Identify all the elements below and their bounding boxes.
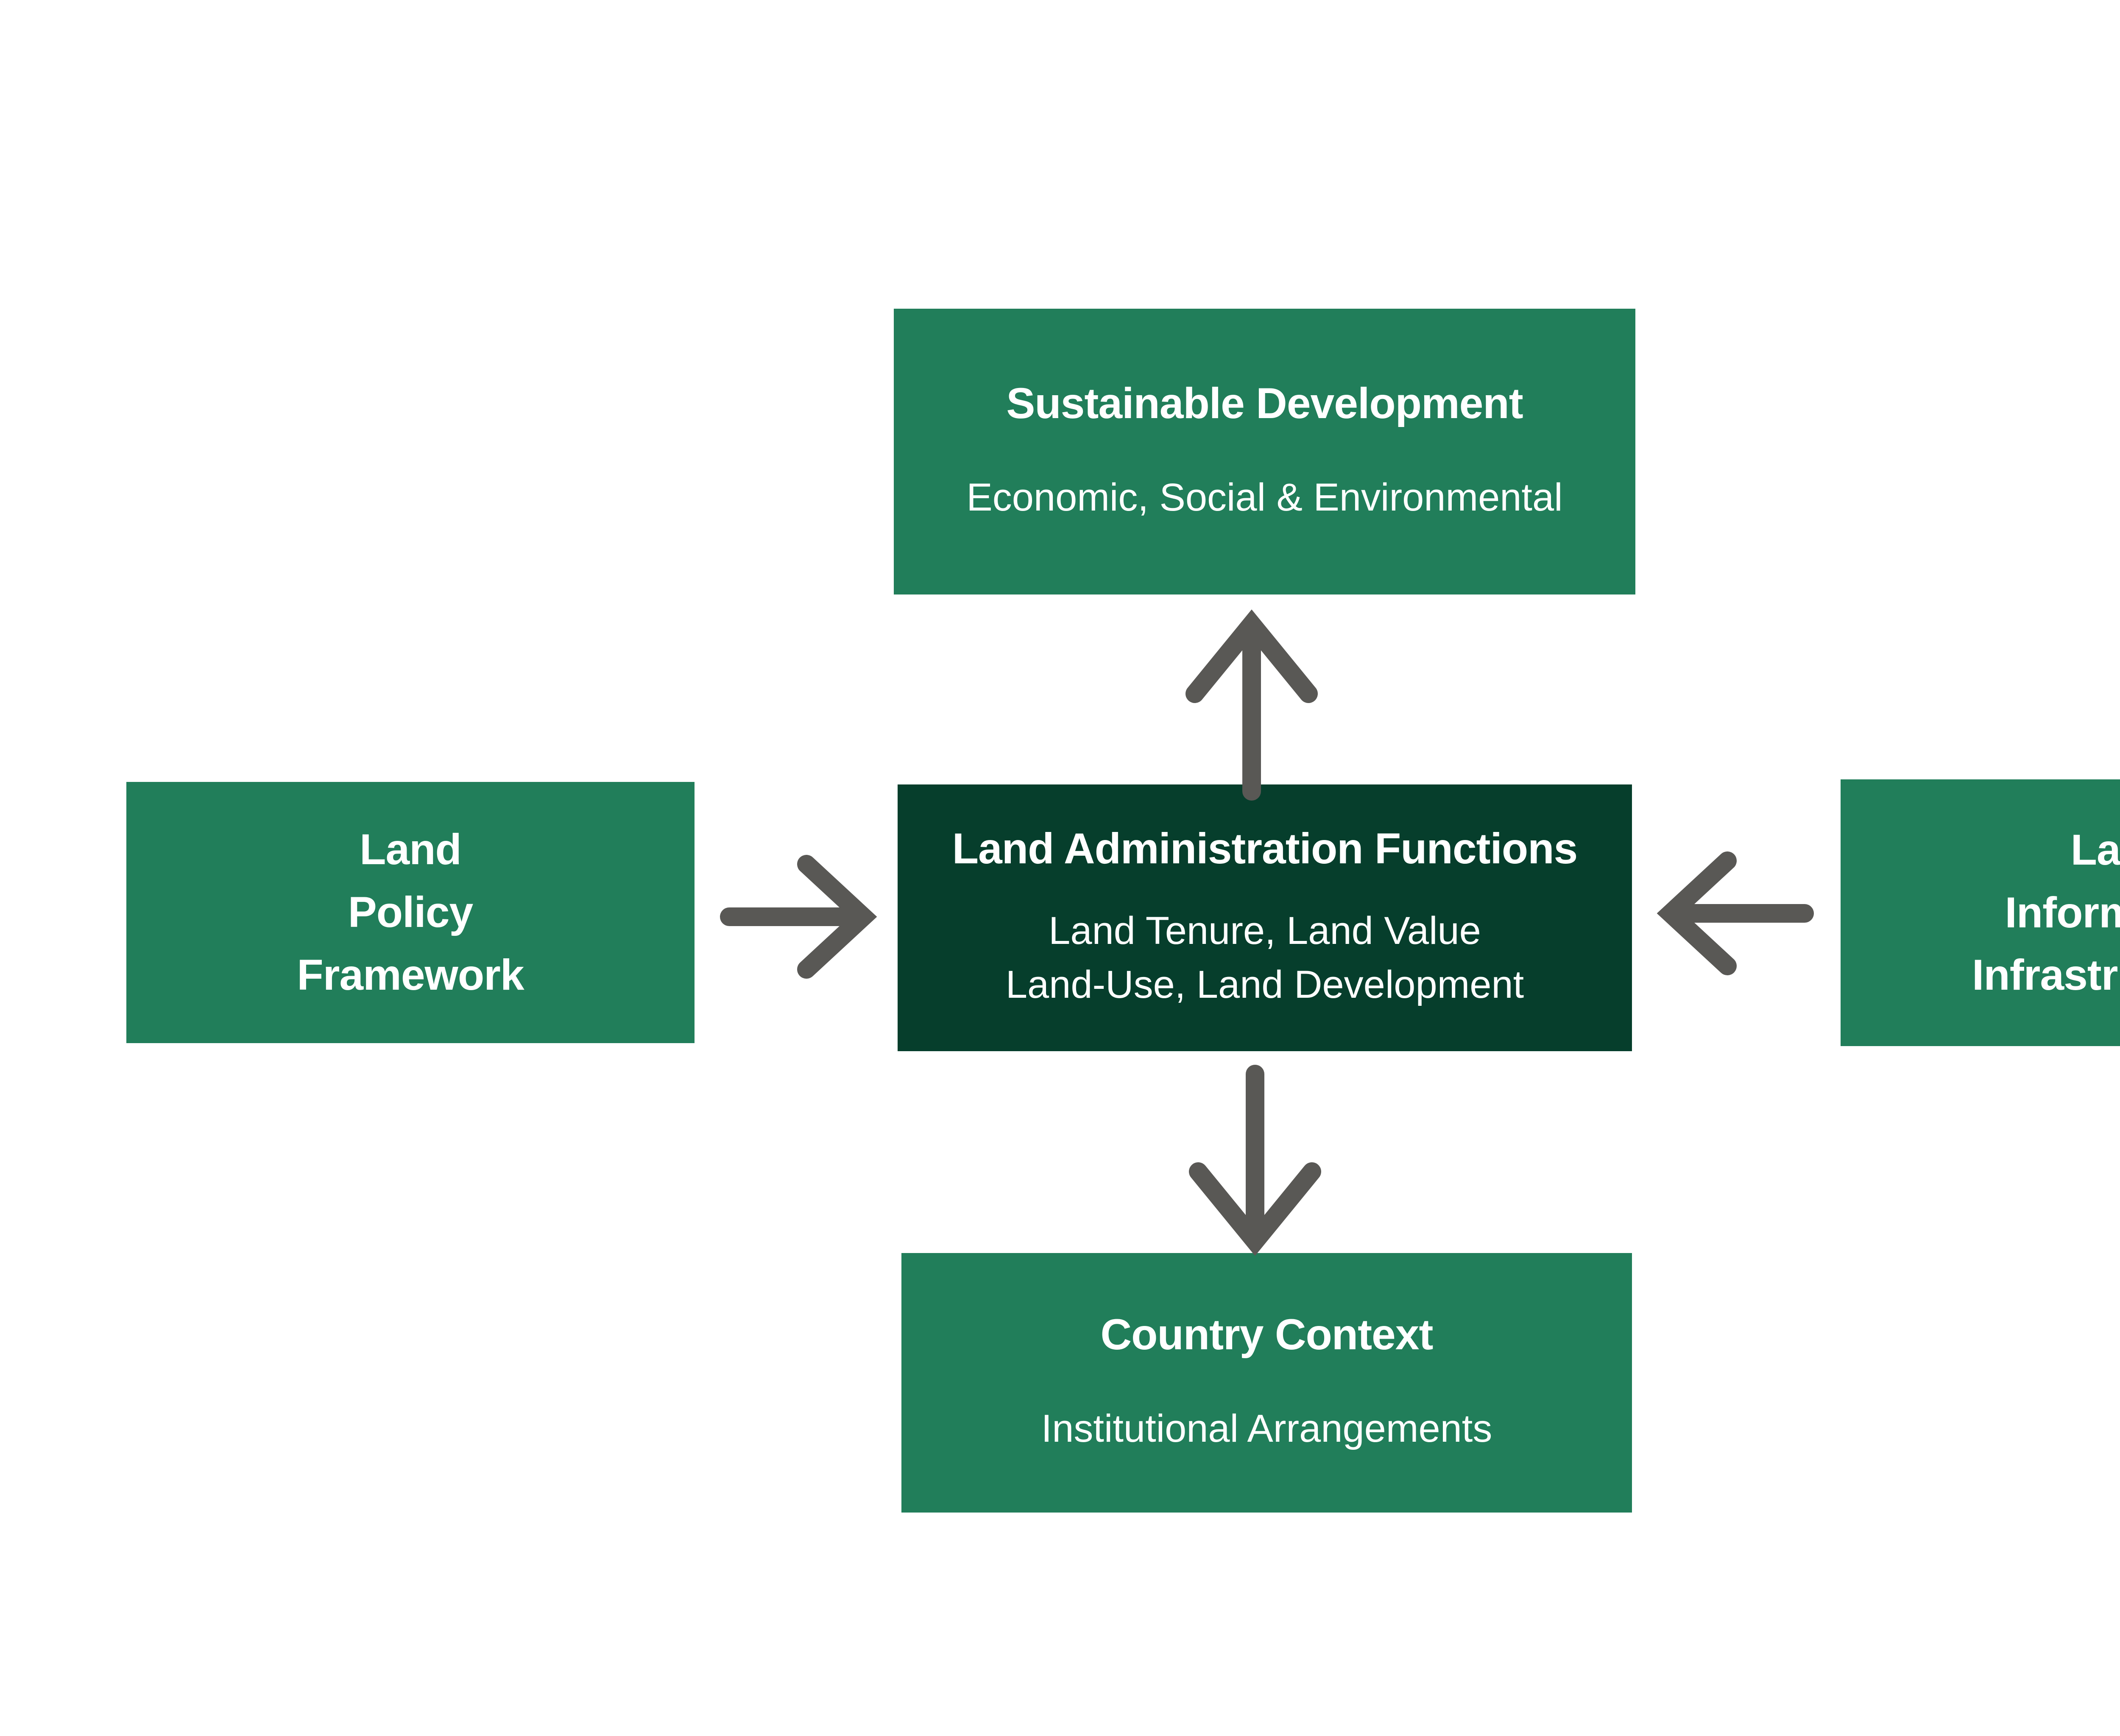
- land-policy-framework-line1: Land: [360, 825, 462, 874]
- land-policy-framework-line3: Framework: [297, 950, 524, 999]
- land-information-infrastructures-line1: Land: [2070, 825, 2120, 874]
- land-administration-functions-subtitle-line1: Land Tenure, Land Value: [1049, 909, 1481, 953]
- land-administration-functions-title: Land Administration Functions: [952, 824, 1578, 873]
- sustainable-development-title: Sustainable Development: [1006, 379, 1523, 427]
- arrow-left-icon: [1657, 851, 1814, 975]
- box-land-policy-framework: Land Policy Framework: [126, 782, 695, 1043]
- arrow-right-icon: [720, 855, 877, 979]
- land-information-infrastructures-line2: Information: [2005, 888, 2120, 937]
- arrow-up-icon: [1186, 609, 1318, 801]
- box-land-administration-functions: Land Administration Functions Land Tenur…: [898, 784, 1632, 1051]
- box-land-information-infrastructures: Land Information Infrastructures: [1841, 779, 2120, 1046]
- land-administration-functions-subtitle-line2: Land-Use, Land Development: [1005, 963, 1524, 1007]
- land-policy-framework-line2: Policy: [348, 888, 473, 937]
- land-information-infrastructures-line3: Infrastructures: [1972, 951, 2120, 999]
- country-context-subtitle: Institutional Arrangements: [1041, 1407, 1492, 1451]
- box-country-context: Country Context Institutional Arrangemen…: [901, 1253, 1632, 1513]
- arrow-down-icon: [1189, 1065, 1321, 1256]
- box-sustainable-development: Sustainable Development Economic, Social…: [894, 309, 1635, 594]
- sustainable-development-subtitle: Economic, Social & Environmental: [966, 476, 1563, 519]
- country-context-title: Country Context: [1100, 1310, 1434, 1359]
